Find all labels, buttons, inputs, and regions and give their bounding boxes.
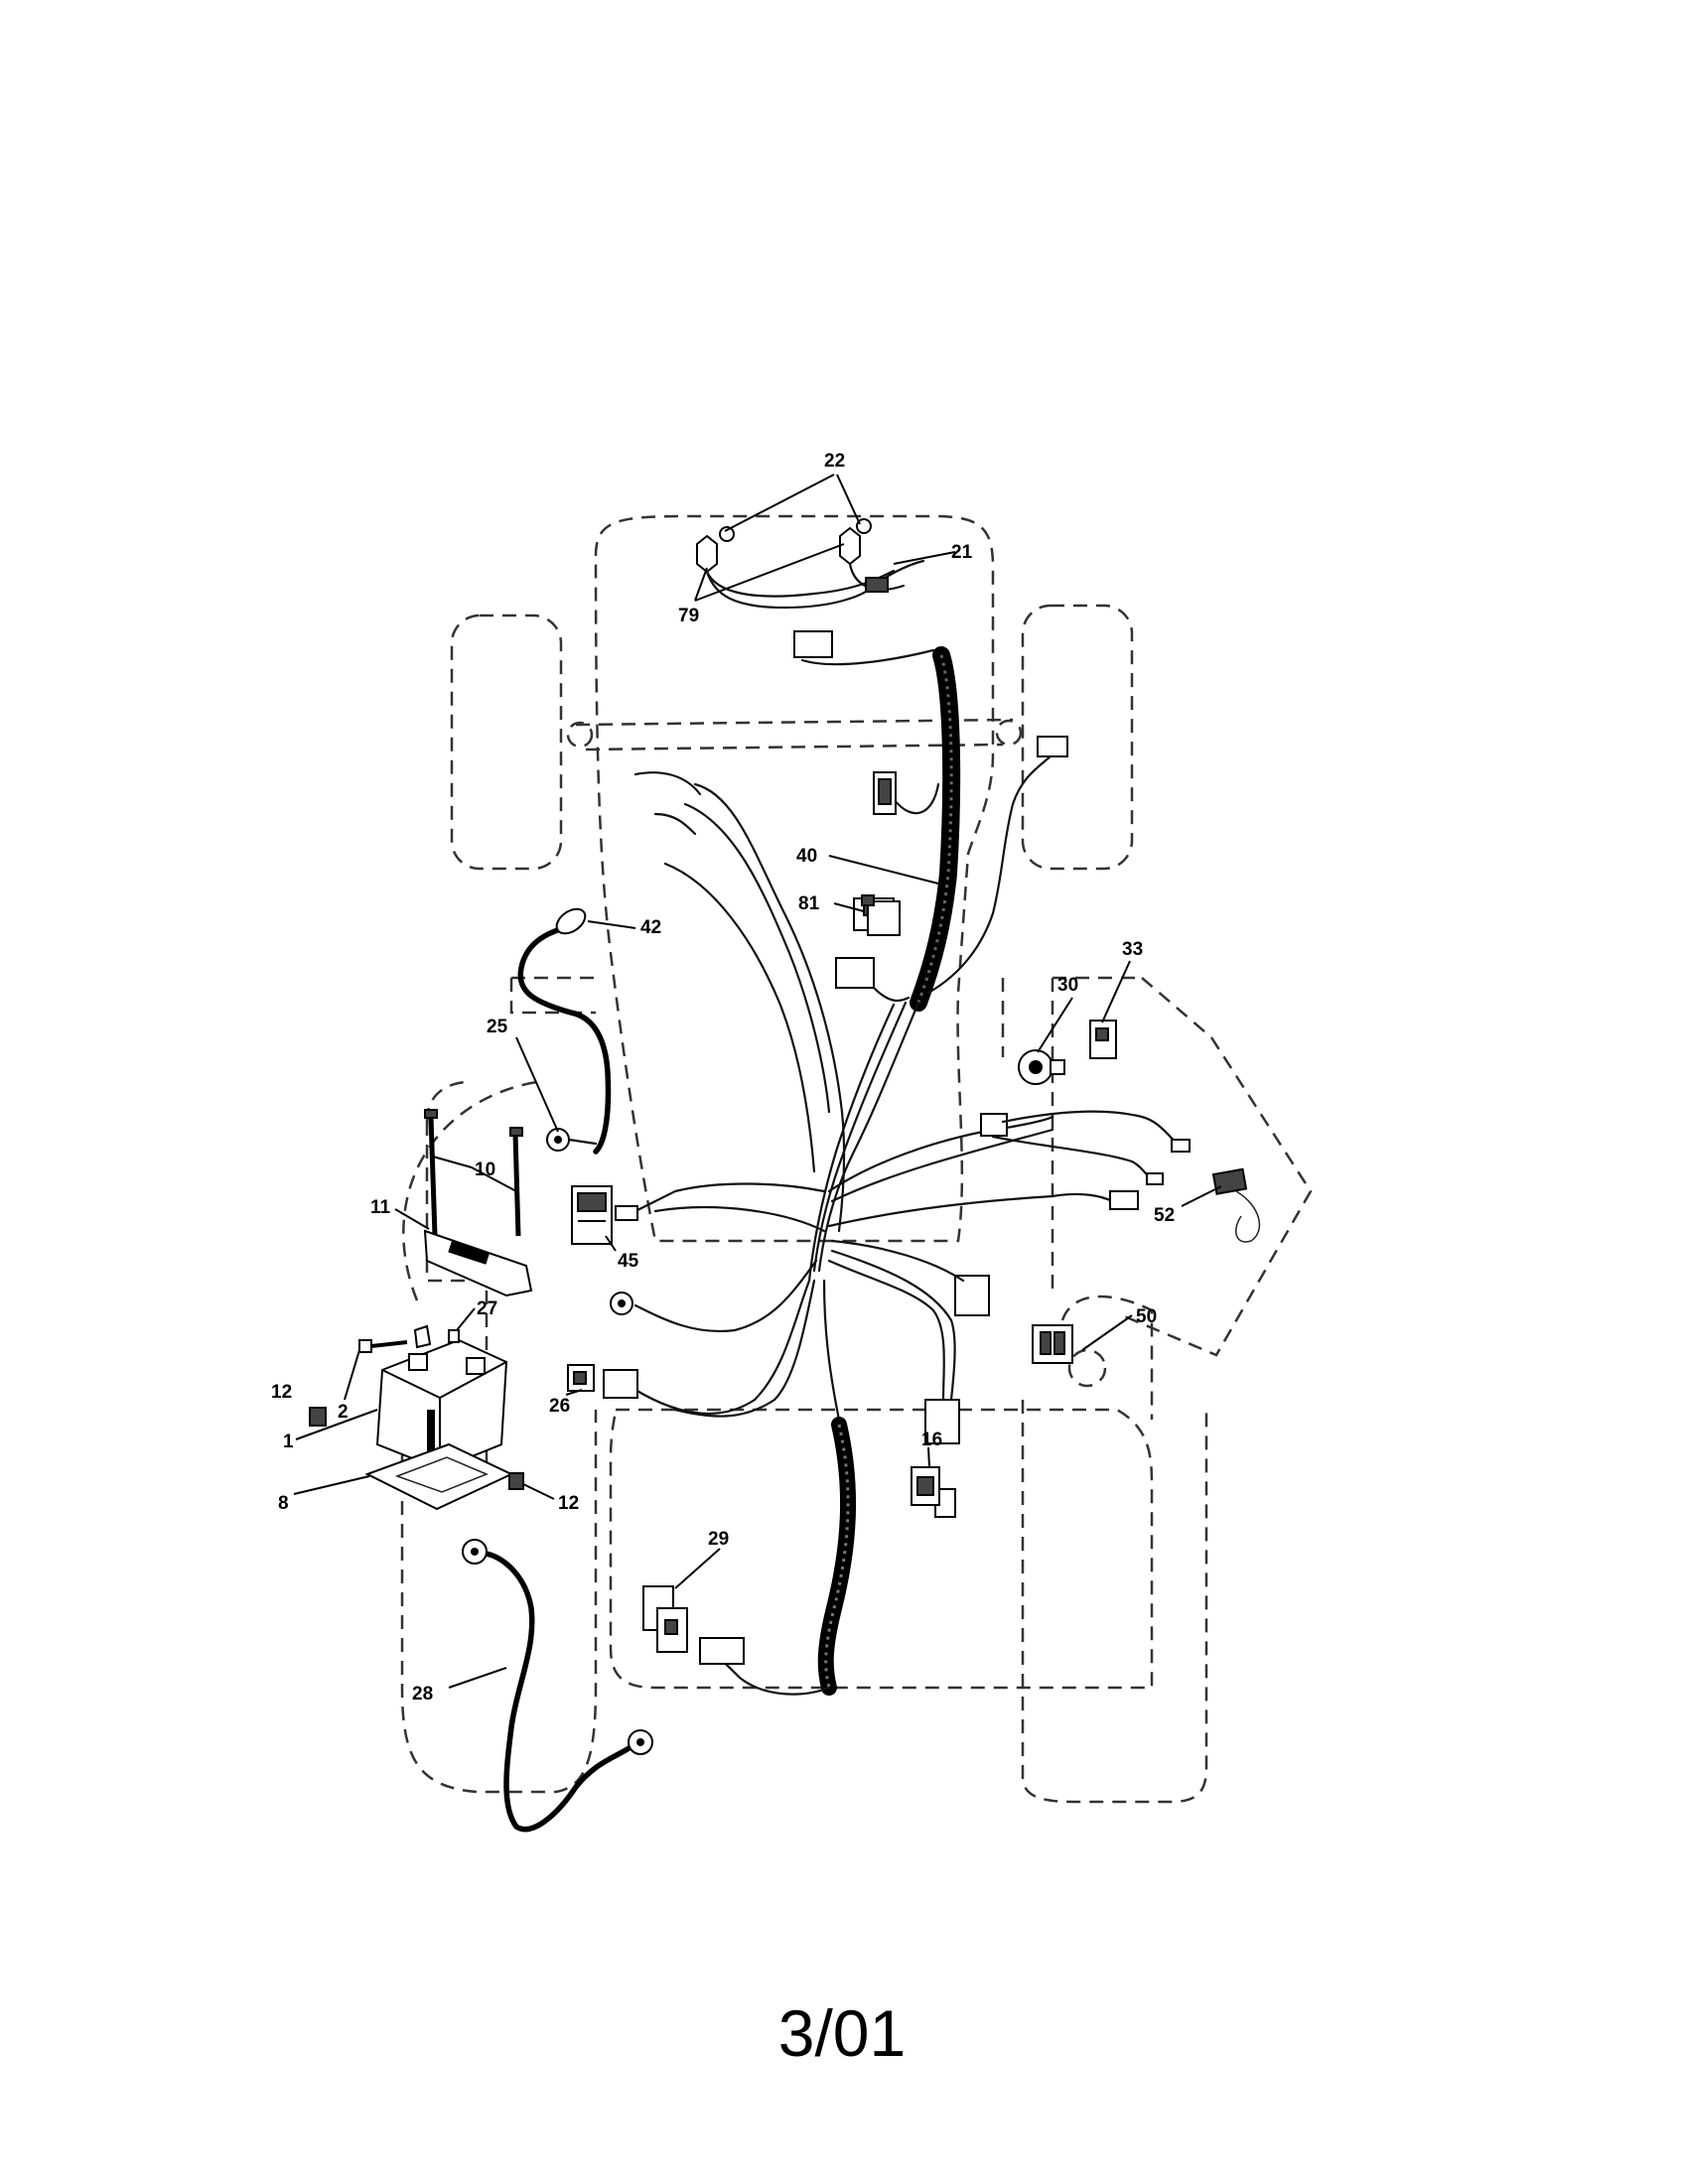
callout-12-right: 12 (558, 1493, 579, 1514)
wire-bundle (603, 630, 1191, 1518)
callout-21: 21 (951, 542, 973, 563)
switch-33 (1089, 1020, 1117, 1059)
plug-16 (911, 1466, 940, 1506)
ignition-switch-30 (1018, 1049, 1065, 1085)
callout-28: 28 (412, 1684, 433, 1705)
callout-labels: 22 21 79 40 81 42 33 30 25 10 11 45 52 2… (271, 451, 1175, 1705)
callout-40: 40 (796, 846, 817, 867)
ground-cable-28 (462, 1539, 653, 1833)
relay-81 (861, 894, 901, 936)
leader-lines (293, 474, 1222, 1689)
tractor-outline (400, 514, 1313, 1804)
switch-29 (642, 1585, 688, 1653)
callout-10: 10 (475, 1160, 495, 1180)
callout-26: 26 (549, 1396, 570, 1417)
callout-8: 8 (278, 1493, 289, 1514)
coiled-cord (699, 1417, 857, 1696)
callout-42: 42 (640, 917, 661, 938)
module-45 (571, 1185, 613, 1245)
callout-52: 52 (1154, 1205, 1175, 1226)
callout-81: 81 (798, 893, 820, 914)
callout-27: 27 (477, 1298, 497, 1319)
date-code: 3/01 (777, 1996, 907, 2070)
callout-29: 29 (708, 1529, 729, 1550)
callout-22: 22 (824, 451, 845, 472)
callout-1: 1 (283, 1432, 294, 1452)
battery-cable-42-25 (517, 907, 612, 1155)
seat-switch-50 (1032, 1324, 1107, 1388)
headlight-harness (696, 518, 925, 610)
callout-16: 16 (921, 1430, 942, 1450)
battery-tray-8 (364, 1442, 514, 1511)
callout-45: 45 (618, 1251, 639, 1272)
callout-30: 30 (1057, 975, 1078, 996)
plug-52 (1211, 1167, 1261, 1243)
battery-holddown (423, 1109, 533, 1297)
main-harness-conduit (910, 646, 961, 1012)
callout-11: 11 (370, 1197, 391, 1218)
bolt-2-nut-27 (358, 1324, 460, 1353)
clip-12 (309, 1407, 524, 1490)
callout-25: 25 (487, 1017, 508, 1037)
callout-12-left: 12 (271, 1382, 292, 1403)
callout-79: 79 (678, 606, 699, 626)
callout-2: 2 (338, 1402, 349, 1423)
callout-50: 50 (1136, 1306, 1157, 1327)
callout-33: 33 (1122, 939, 1143, 960)
connector-26 (567, 1364, 595, 1392)
